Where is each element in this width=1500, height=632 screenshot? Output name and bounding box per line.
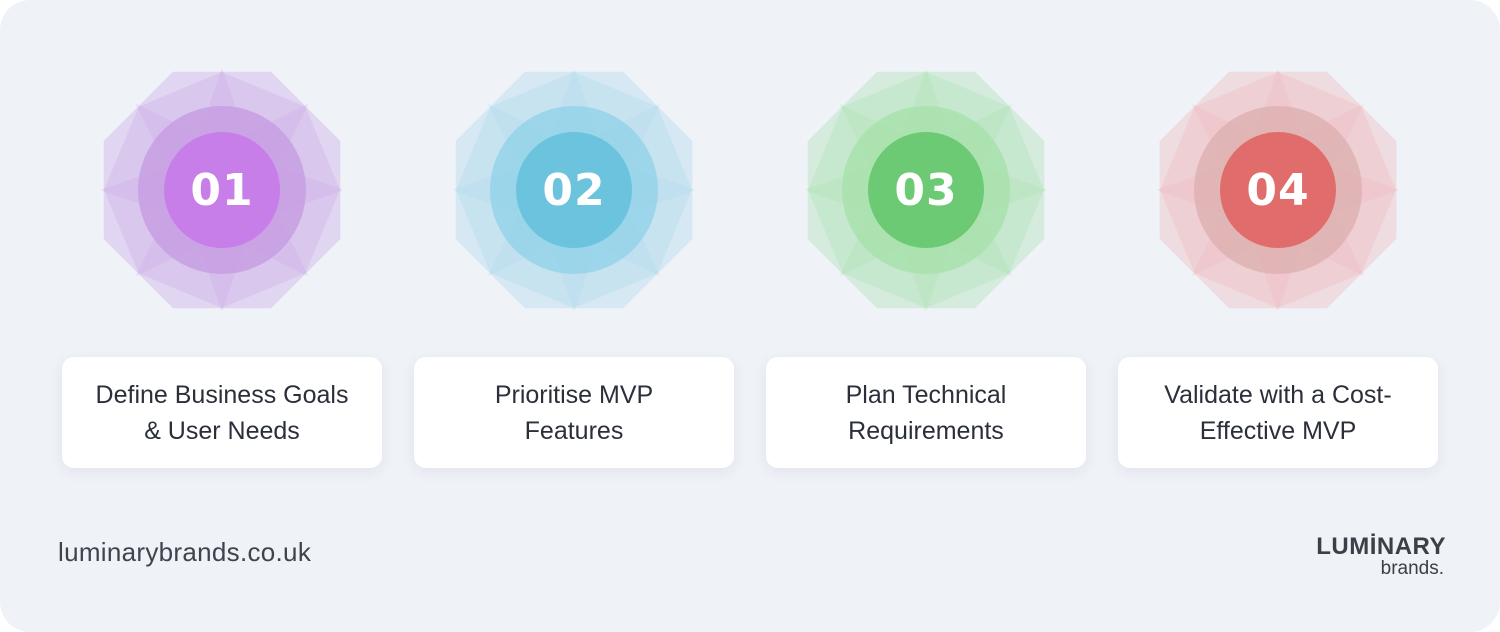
step-3-badge: 03 <box>806 70 1046 310</box>
step-4-badge-graphic <box>1158 70 1398 310</box>
step-4-label-line-1: Validate with a Cost- <box>1164 380 1392 409</box>
step-2-label-line-1: Prioritise MVP <box>494 380 654 409</box>
step-1-number: 01 <box>190 164 254 216</box>
step-1: 01 Define Business Goals & User Needs <box>62 0 382 632</box>
step-3-label-line-1: Plan Technical <box>845 380 1007 409</box>
step-2-label: Prioritise MVP Features <box>495 377 653 449</box>
step-3-badge-graphic <box>806 70 1046 310</box>
brand-logo-wordmark: LUMİNARY <box>1316 533 1446 560</box>
step-1-label: Define Business Goals & User Needs <box>96 377 349 449</box>
badge-core <box>1220 132 1336 248</box>
step-1-label-line-2: & User Needs <box>144 416 300 445</box>
badge-core <box>516 132 632 248</box>
step-4: 04 Validate with a Cost- Effective MVP <box>1118 0 1438 632</box>
step-4-number: 04 <box>1246 164 1310 216</box>
step-4-label: Validate with a Cost- Effective MVP <box>1164 377 1391 449</box>
step-1-badge: 01 <box>102 70 342 310</box>
step-1-badge-graphic <box>102 70 342 310</box>
step-2-badge-graphic <box>454 70 694 310</box>
brand-logo-subtext: brands. <box>1380 558 1444 579</box>
step-2-label-line-2: Features <box>524 416 624 445</box>
step-1-card: Define Business Goals & User Needs <box>62 357 382 468</box>
step-4-badge: 04 <box>1158 70 1398 310</box>
step-4-label-line-2: Effective MVP <box>1199 416 1357 445</box>
step-2: 02 Prioritise MVP Features <box>414 0 734 632</box>
badge-core <box>868 132 984 248</box>
step-4-card: Validate with a Cost- Effective MVP <box>1118 357 1438 468</box>
step-3-number: 03 <box>894 164 958 216</box>
brand-logo: LUMİNARY brands. <box>1270 533 1446 579</box>
step-3-label: Plan Technical Requirements <box>846 377 1007 449</box>
badge-core <box>164 132 280 248</box>
step-2-number: 02 <box>542 164 606 216</box>
website-url: luminarybrands.co.uk <box>58 537 312 567</box>
step-3: 03 Plan Technical Requirements <box>766 0 1086 632</box>
step-3-card: Plan Technical Requirements <box>766 357 1086 468</box>
step-1-label-line-1: Define Business Goals <box>95 380 349 409</box>
step-3-label-line-2: Requirements <box>848 416 1004 445</box>
step-2-card: Prioritise MVP Features <box>414 357 734 468</box>
step-2-badge: 02 <box>454 70 694 310</box>
